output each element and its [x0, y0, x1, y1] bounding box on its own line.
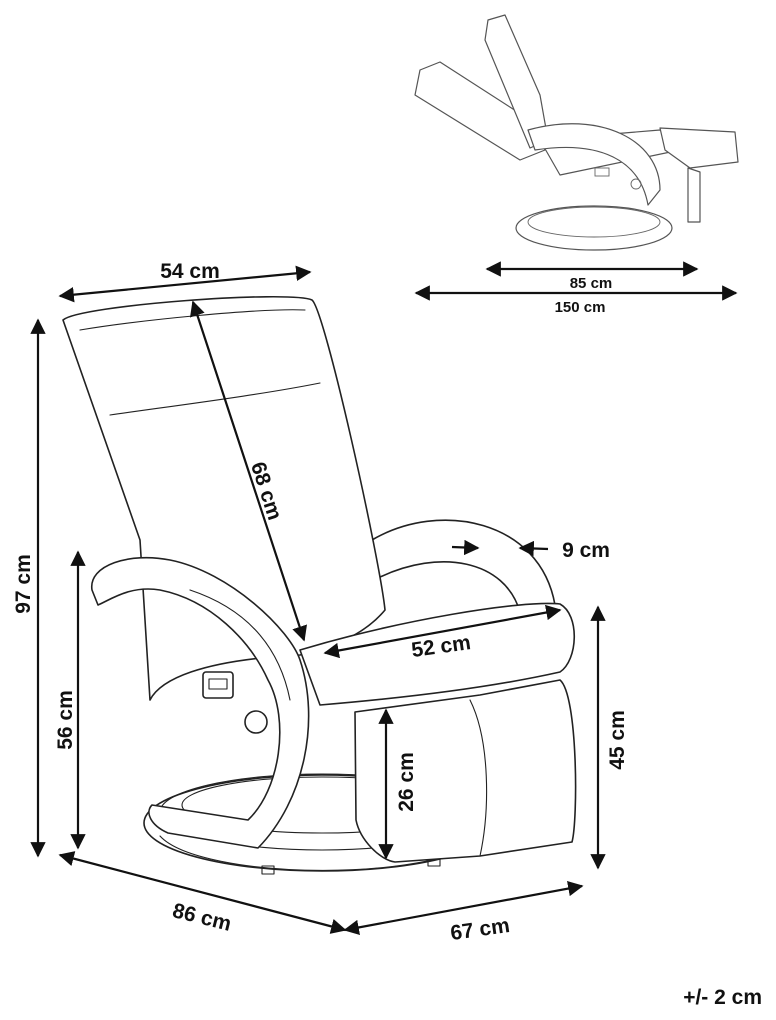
- tolerance-note: +/- 2 cm: [683, 986, 762, 1009]
- width-label: 54 cm: [160, 260, 220, 283]
- armrest-width-arrow-left: [451, 539, 480, 556]
- backrest-arrow: [190, 300, 307, 642]
- armrest-width-arrow-right: [518, 540, 549, 557]
- footrest-height-label: 26 cm: [395, 752, 418, 812]
- depth-arrow: [58, 851, 347, 934]
- footrest-depth-label: 67 cm: [449, 914, 511, 945]
- seat-width-arrow: [323, 604, 562, 659]
- width-arrow: [58, 265, 312, 303]
- armrest-height-label: 56 cm: [54, 690, 77, 750]
- armrest-width-label: 9 cm: [562, 539, 610, 562]
- seat-height-label: 45 cm: [606, 710, 629, 770]
- chair-illustration: [62, 295, 577, 875]
- total-height-label: 97 cm: [12, 554, 35, 614]
- depth-label: 86 cm: [170, 899, 233, 936]
- reclined-length-label: 150 cm: [555, 299, 606, 316]
- reclined-chair-illustration: [414, 14, 739, 251]
- footrest-depth-arrow: [343, 880, 584, 936]
- reclined-depth-label: 85 cm: [570, 275, 613, 292]
